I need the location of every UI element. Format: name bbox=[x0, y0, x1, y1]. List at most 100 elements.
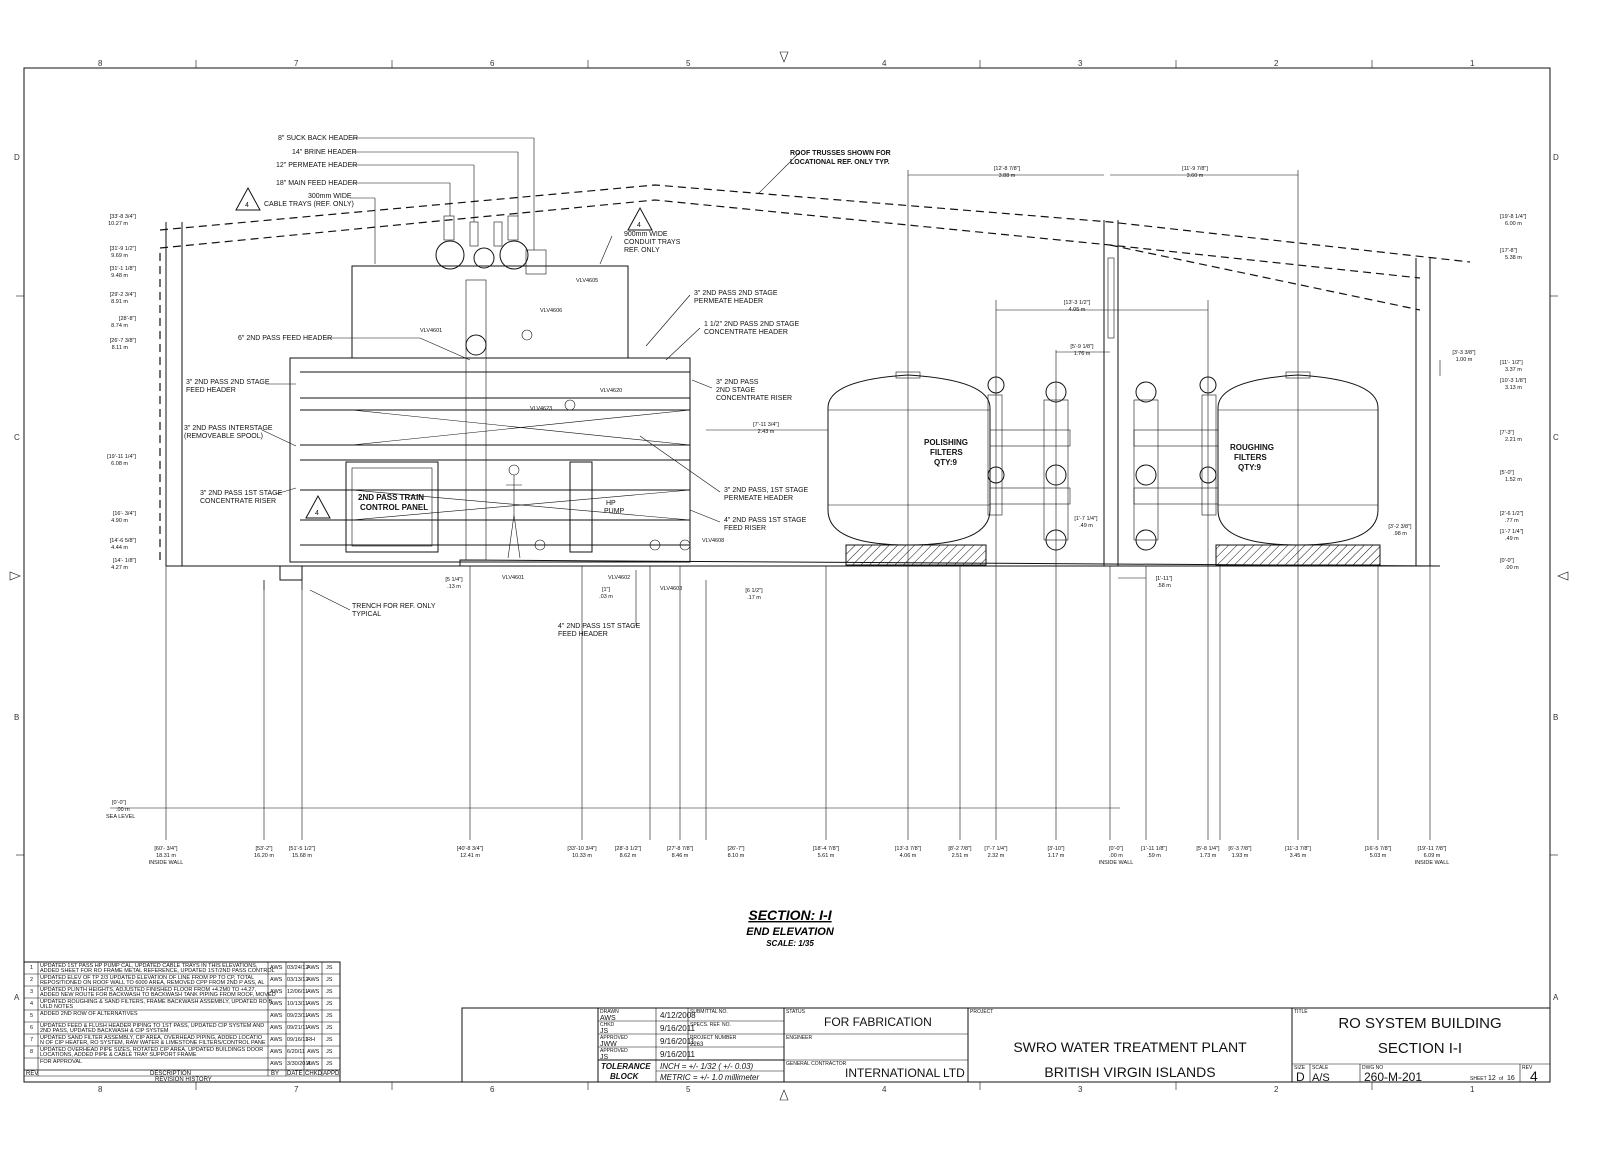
dim-ft: [6 1/2"] bbox=[745, 588, 763, 594]
drawn-label: DRAWN bbox=[600, 1009, 619, 1015]
dim-m: .17 m bbox=[747, 595, 761, 601]
feed-2nd-stage-label: 3" 2ND PASS 2ND STAGE bbox=[186, 379, 270, 386]
center-mark-right-icon bbox=[1557, 571, 1569, 581]
section-title: SECTION: I-I bbox=[748, 907, 832, 923]
approved-date: 9/16/2011 bbox=[660, 1037, 696, 1046]
project-line-2: BRITISH VIRGIN ISLANDS bbox=[1044, 1064, 1215, 1080]
level-m: 9.69 m bbox=[111, 253, 128, 259]
sea-level-m: .00 m bbox=[116, 807, 130, 813]
rev-description: ADDED 2ND ROW OF ALTERNATIVES bbox=[40, 1011, 138, 1017]
project-number: 2263 bbox=[690, 1042, 704, 1048]
level-ft: [17'-8"] bbox=[1500, 248, 1518, 254]
bottom-dim-m: 16.20 m bbox=[254, 853, 274, 859]
approved-label: APPROVED bbox=[600, 1035, 628, 1041]
panel-label: 2ND PASS TRAIN bbox=[358, 493, 424, 502]
status-value: FOR FABRICATION bbox=[824, 1015, 932, 1029]
grid-col-bottom: 7 bbox=[294, 1085, 299, 1094]
conduit-trays-label: CONDUIT TRAYS bbox=[624, 239, 681, 246]
hp-pump-label: HP bbox=[606, 500, 616, 507]
project-number-label: PROJECT NUMBER bbox=[690, 1035, 737, 1041]
bottom-dim-m: 5.03 m bbox=[1370, 853, 1387, 859]
dim-m: .03 m bbox=[599, 594, 613, 600]
tolerance-metric: METRIC = +/- 1.0 millimeter bbox=[660, 1073, 759, 1082]
tolerance-label: BLOCK bbox=[610, 1072, 640, 1081]
grid-col-top: 1 bbox=[1470, 59, 1475, 68]
level-m: 6.08 m bbox=[111, 461, 128, 467]
of-label: of bbox=[1499, 1076, 1504, 1082]
project-label: PROJECT bbox=[970, 1009, 993, 1015]
level-m: 10.27 m bbox=[108, 221, 128, 227]
roof-trusses bbox=[159, 184, 1471, 560]
concentrate-2nd-label: CONCENTRATE HEADER bbox=[704, 329, 788, 336]
brine-header-label: 14" BRINE HEADER bbox=[292, 149, 357, 156]
bottom-dim-ft: [33'-10 3/4"] bbox=[567, 846, 597, 852]
conduit-trays-label: REF. ONLY bbox=[624, 247, 660, 254]
rev-chkd: AWS bbox=[307, 1001, 320, 1007]
bottom-dim-m: 1.93 m bbox=[1232, 853, 1249, 859]
level-m: 1.52 m bbox=[1505, 477, 1522, 483]
dim-m: .13 m bbox=[447, 584, 461, 590]
level-m: .49 m bbox=[1505, 536, 1519, 542]
revision-triangle-icon: 4 4 4 bbox=[235, 186, 653, 519]
dim-ft: [1'-7 1/4"] bbox=[1074, 516, 1098, 522]
floor-line bbox=[166, 559, 1441, 581]
rev-description: LOCATIONS, ADDED PIPE & CABLE TRAY SUPPO… bbox=[40, 1052, 197, 1058]
rev-number: 7 bbox=[30, 1037, 33, 1043]
level-ft: [19'-8 1/4"] bbox=[1500, 214, 1527, 220]
level-ft: [7'-3"] bbox=[1500, 430, 1514, 436]
main-feed-header-label: 18" MAIN FEED HEADER bbox=[276, 180, 357, 187]
rev-description: UPDATED OVERHEAD PIPE SIZES, ROTATED CIP… bbox=[40, 1047, 263, 1053]
level-m: 5.38 m bbox=[1505, 255, 1522, 261]
conc-riser-label: CONCENTRATE RISER bbox=[716, 395, 792, 402]
rev-appd: JS bbox=[326, 989, 333, 995]
level-ft: [33'-8 3/4"] bbox=[110, 214, 137, 220]
dim-m: .58 m bbox=[1157, 583, 1171, 589]
level-ft: [14'-6 5/8"] bbox=[110, 538, 137, 544]
concentrate-2nd-label: 1 1/2" 2ND PASS 2ND STAGE bbox=[704, 321, 800, 328]
hp-pump-label: PUMP bbox=[604, 508, 625, 515]
scale-label: SCALE bbox=[1312, 1065, 1329, 1071]
title-block bbox=[461, 1007, 1551, 1083]
building-walls bbox=[165, 220, 1431, 566]
drawn-date: 4/12/2008 bbox=[660, 1011, 696, 1020]
rev-header: REV bbox=[26, 1071, 38, 1077]
svg-text:4: 4 bbox=[637, 222, 641, 229]
bottom-dim-note: INSIDE WALL bbox=[149, 860, 184, 866]
bottom-dim-ft: [27'-8 7/8"] bbox=[667, 846, 694, 852]
rev-by: AWS bbox=[270, 1013, 283, 1019]
permeate-2nd-label: 3" 2ND PASS 2ND STAGE bbox=[694, 290, 778, 297]
level-ft: [28'-8"] bbox=[119, 316, 137, 322]
dim-ft: [11'-9 7/8"] bbox=[1182, 166, 1208, 172]
drawn-by: AWS bbox=[600, 1015, 616, 1022]
rev-number: 4 bbox=[30, 1001, 33, 1007]
rev-chkd: AWS bbox=[307, 1049, 320, 1055]
dwg-number: 260-M-201 bbox=[1364, 1070, 1422, 1084]
feed-riser-label: FEED RISER bbox=[724, 525, 766, 532]
level-m: 4.90 m bbox=[111, 518, 128, 524]
rev-date: 03/13/12 bbox=[287, 977, 308, 983]
bottom-dim-ft: [5'-8 1/4"] bbox=[1196, 846, 1220, 852]
conduit-trays-label: 900mm WIDE bbox=[624, 231, 668, 238]
level-ft: [1'-7 1/4"] bbox=[1500, 529, 1524, 535]
grid-col-bottom: 5 bbox=[686, 1085, 691, 1094]
rev-number: 8 bbox=[30, 1049, 33, 1055]
rev-description: 2ND PASS, UPDATED BACKWASH & CIP SYSTEM bbox=[40, 1028, 169, 1034]
rev-number: 6 bbox=[30, 1025, 33, 1031]
rev-chkd: AWS bbox=[307, 1061, 320, 1067]
bottom-dim-ft: [3'-10"] bbox=[1047, 846, 1065, 852]
bottom-dim-m: 12.41 m bbox=[460, 853, 480, 859]
level-m: 6.00 m bbox=[1505, 221, 1522, 227]
bottom-dim-ft: [13'-3 7/8"] bbox=[895, 846, 922, 852]
level-ft: [0'-0"] bbox=[1500, 558, 1514, 564]
roughing-label: FILTERS bbox=[1234, 453, 1267, 462]
grid-row-right: C bbox=[1553, 433, 1559, 442]
level-ft: [14'- 1/8"] bbox=[113, 558, 137, 564]
extension-lines bbox=[110, 170, 1431, 840]
bottom-dim-m: 3.45 m bbox=[1290, 853, 1307, 859]
conc-1st-label: CONCENTRATE RISER bbox=[200, 498, 276, 505]
valve-tag: VLV4606 bbox=[540, 308, 562, 314]
dim-m: .49 m bbox=[1079, 523, 1093, 529]
rev-description: UPDATED PLINTH HEIGHTS, ADJUSTED FINISHE… bbox=[40, 987, 257, 993]
level-ft: [10'-3 1/8"] bbox=[1500, 378, 1527, 384]
polishing-filter bbox=[827, 371, 1071, 566]
